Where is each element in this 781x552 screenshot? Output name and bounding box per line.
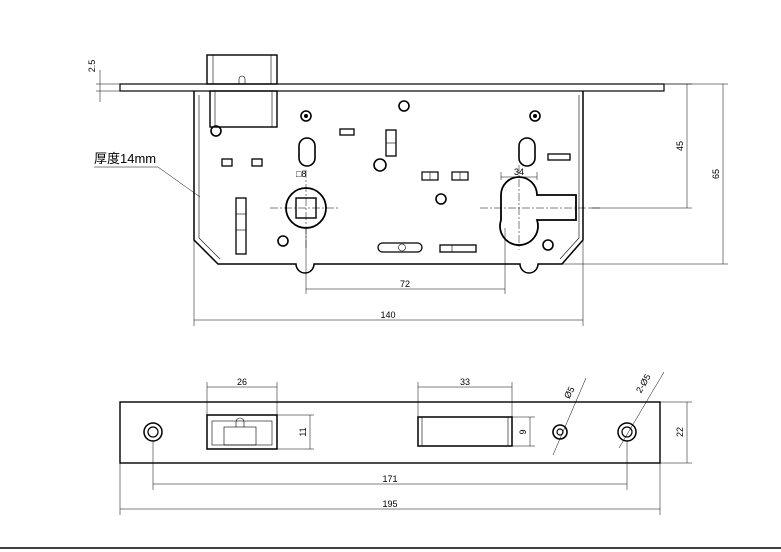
dim-11: 11 <box>298 427 308 436</box>
screw-hole-6 <box>435 193 447 205</box>
latch-tongue-top <box>206 54 278 85</box>
dim-26: 26 <box>237 377 247 387</box>
dim-65: 65 <box>711 169 721 179</box>
latch-opening <box>206 414 278 450</box>
dim-140: 140 <box>380 310 395 320</box>
screw-hole-1 <box>300 110 312 122</box>
dim-34: 34 <box>514 167 524 177</box>
cylinder-cutout <box>499 176 577 246</box>
face-hole-right <box>617 422 637 442</box>
dim-spindle-square: □8 <box>296 169 306 179</box>
screw-hole-5 <box>373 158 387 172</box>
dim-72: 72 <box>400 279 410 289</box>
latch-tongue-body <box>209 90 278 128</box>
screw-hole-7 <box>277 235 289 247</box>
screw-hole-3 <box>529 110 541 122</box>
dim-195: 195 <box>382 499 397 509</box>
front-view: 26 11 33 9 Ø5 2-Ø5 22 171 <box>119 371 692 515</box>
slot-left <box>298 137 316 167</box>
face-hole-left <box>143 422 163 442</box>
dim-hole-small: Ø5 <box>562 385 576 400</box>
side-view: 2.5 厚度14mm 45 65 □8 34 72 140 <box>87 54 728 326</box>
faceplate-strip <box>119 83 665 92</box>
dim-9: 9 <box>518 429 528 434</box>
dim-45: 45 <box>675 141 685 151</box>
screw-hole-4 <box>210 125 222 137</box>
front-faceplate <box>119 401 661 464</box>
dim-171: 171 <box>382 474 397 484</box>
dim-hole-pair: 2-Ø5 <box>634 372 653 394</box>
screw-hole-2 <box>398 100 410 112</box>
screw-hole-8 <box>542 239 554 251</box>
slot-right <box>518 137 536 167</box>
dim-33: 33 <box>460 377 470 387</box>
bolt-opening <box>417 416 513 447</box>
dim-faceplate-thickness: 2.5 <box>87 60 97 73</box>
dim-22: 22 <box>675 427 685 437</box>
thickness-note: 厚度14mm <box>94 151 156 166</box>
lock-case-outline <box>193 91 584 274</box>
